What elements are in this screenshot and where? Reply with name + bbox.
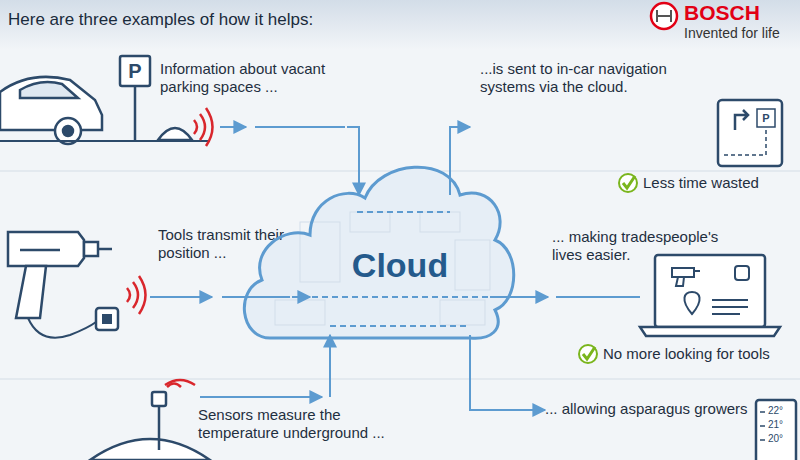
flow-connector: [450, 127, 470, 195]
parking-sign: [120, 56, 150, 140]
nav-turn-arrow: [735, 110, 748, 130]
flow-connector: [347, 127, 359, 195]
flow-arrow: [150, 296, 212, 298]
caption-text: Information about vacant parking spaces …: [160, 60, 347, 96]
logo-armature: [657, 10, 671, 22]
flow-connector: [329, 335, 331, 388]
temperature-value: 21°: [768, 419, 783, 430]
flow-line: [329, 388, 331, 397]
flow-connector: [292, 296, 310, 298]
laptop-icons: [672, 266, 749, 314]
flow-line: [556, 296, 640, 298]
temperature-value: 22°: [768, 405, 783, 416]
benefit-text: No more looking for tools: [603, 345, 770, 362]
drill-cord: [28, 318, 96, 338]
caption-text: ...is sent to in-car navigation systems …: [480, 60, 712, 96]
caption-text: ... making tradespeople's lives easier.: [552, 228, 740, 264]
flow-arrow: [220, 126, 246, 128]
brand-name: BOSCH: [684, 1, 760, 25]
caption-node: ... making tradespeople's lives easier.: [548, 228, 740, 308]
flow-connector: [490, 296, 548, 298]
check-mark: [579, 174, 637, 363]
caption-node: Tools transmit their position ...: [158, 226, 292, 306]
caption-text: Sensors measure the temperature undergro…: [198, 406, 405, 442]
nav-display: [718, 100, 782, 166]
cloud-dash: [312, 212, 488, 326]
caption-text: ... allowing asparagus growers: [545, 400, 759, 418]
benefit-text: Less time wasted: [643, 174, 759, 191]
caption-node: ...is sent to in-car navigation systems …: [470, 60, 712, 135]
soil-sensor: [152, 392, 166, 406]
temperature-value: 20°: [768, 433, 783, 444]
drill: [8, 232, 112, 318]
flow-line: [255, 126, 345, 128]
tool-tag-chip: [102, 314, 112, 324]
cloud-node: Cloud: [310, 195, 490, 335]
caption-node: Sensors measure the temperature undergro…: [198, 388, 405, 442]
parking-symbol: P: [757, 110, 775, 126]
laptop: [640, 255, 780, 336]
sensor-probe: [158, 400, 161, 450]
caption-node: ... allowing asparagus growers: [545, 400, 759, 418]
temperature-ticks: [760, 412, 765, 440]
nav-route: [724, 130, 766, 155]
temperature-display: [756, 400, 796, 460]
cloud-fill: [244, 167, 513, 338]
logo-ring: [651, 3, 677, 29]
caption-node: Information about vacant parking spaces …: [160, 60, 347, 135]
soil-mound: [90, 439, 210, 460]
parking-sensor: [158, 128, 192, 140]
flow-arrow: [200, 396, 322, 398]
parking-symbol: P: [120, 58, 150, 84]
top-band: [0, 0, 800, 50]
brand-slogan: Invented for life: [684, 25, 780, 41]
cloud-title: Cloud: [348, 246, 452, 285]
car: [0, 77, 102, 144]
flow-line: [222, 296, 290, 298]
subtitle: Here are three examples of how it helps:: [8, 10, 313, 30]
nav-parking-box: [757, 109, 775, 127]
band-line: [0, 378, 800, 380]
flow-connector: [470, 335, 545, 410]
server-racks: [275, 212, 490, 325]
tool-tag: [96, 308, 118, 330]
cloud-outline-path: [244, 167, 513, 338]
